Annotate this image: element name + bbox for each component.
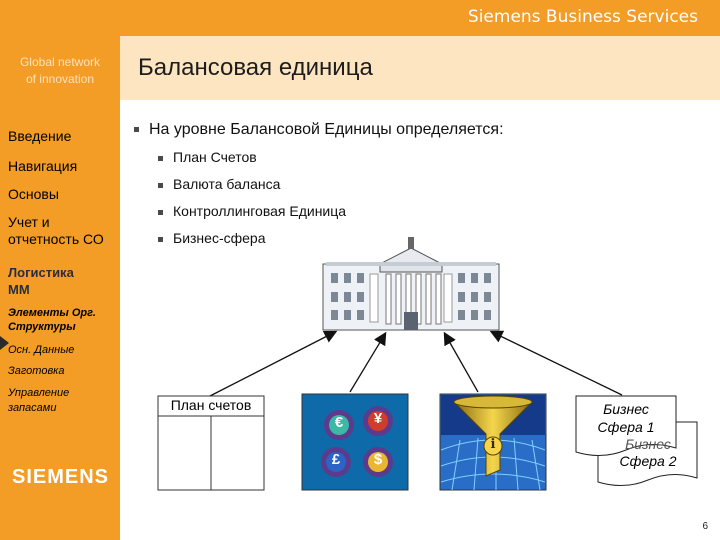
currency-tile [301,393,409,491]
intro-bullet: На уровне Балансовой Единицы определяетс… [134,121,504,139]
top-bar: Siemens Business Services [0,0,720,36]
bullet-square-icon [134,127,139,133]
bullet-business-area: Бизнес-сфера [158,230,265,246]
current-item-arrow-icon [0,336,9,350]
controlling-funnel-tile [439,393,547,491]
sidebar-item-procurement[interactable]: Заготовка [8,365,65,377]
bullet-square-icon [158,236,163,242]
dollar-icon: $ [373,451,383,468]
sidebar-item-inventory[interactable]: Управление запасами [8,387,70,414]
siemens-logo: SIEMENS [12,466,110,488]
building-icon [322,237,500,331]
title-band: Балансовая единица [120,36,720,100]
page-title: Балансовая единица [138,54,373,81]
chart-of-accounts-label: План счетов [170,397,252,413]
sidebar-item-intro[interactable]: Введение [8,128,72,144]
bullet-square-icon [158,182,163,188]
page-number: 6 [702,521,708,532]
yen-icon: ¥ [373,410,383,427]
business-area-1-doc [575,395,677,456]
euro-icon: € [334,414,344,431]
sidebar-item-accounting[interactable]: Учет и отчетность СО [8,214,104,247]
sidebar-item-navigation[interactable]: Навигация [8,158,78,174]
sidebar-item-logistics[interactable]: Логистика ММ [8,265,74,297]
pound-icon: £ [331,451,341,468]
bullet-chart-of-accounts: План Счетов [158,149,257,165]
bullet-controlling-area: Контроллинговая Единица [158,203,346,219]
sidebar-item-master-data[interactable]: Осн. Данные [8,344,75,356]
business-area-2-label: Бизнес Сфера 2 [619,436,677,469]
bullet-square-icon [158,209,163,215]
business-area-1-label: Бизнес Сфера 1 [597,401,655,435]
chart-of-accounts-table [157,395,265,491]
sidebar: Global network of innovation [0,36,120,540]
bullet-square-icon [158,155,163,161]
info-icon: i [490,437,496,452]
sidebar-item-org-structure[interactable]: Элементы Орг. Структуры [8,307,96,333]
tagline: Global network of innovation [19,55,101,86]
brand-title: Siemens Business Services [467,7,698,27]
bullet-currency: Валюта баланса [158,176,280,192]
sidebar-item-basics[interactable]: Основы [8,186,59,202]
